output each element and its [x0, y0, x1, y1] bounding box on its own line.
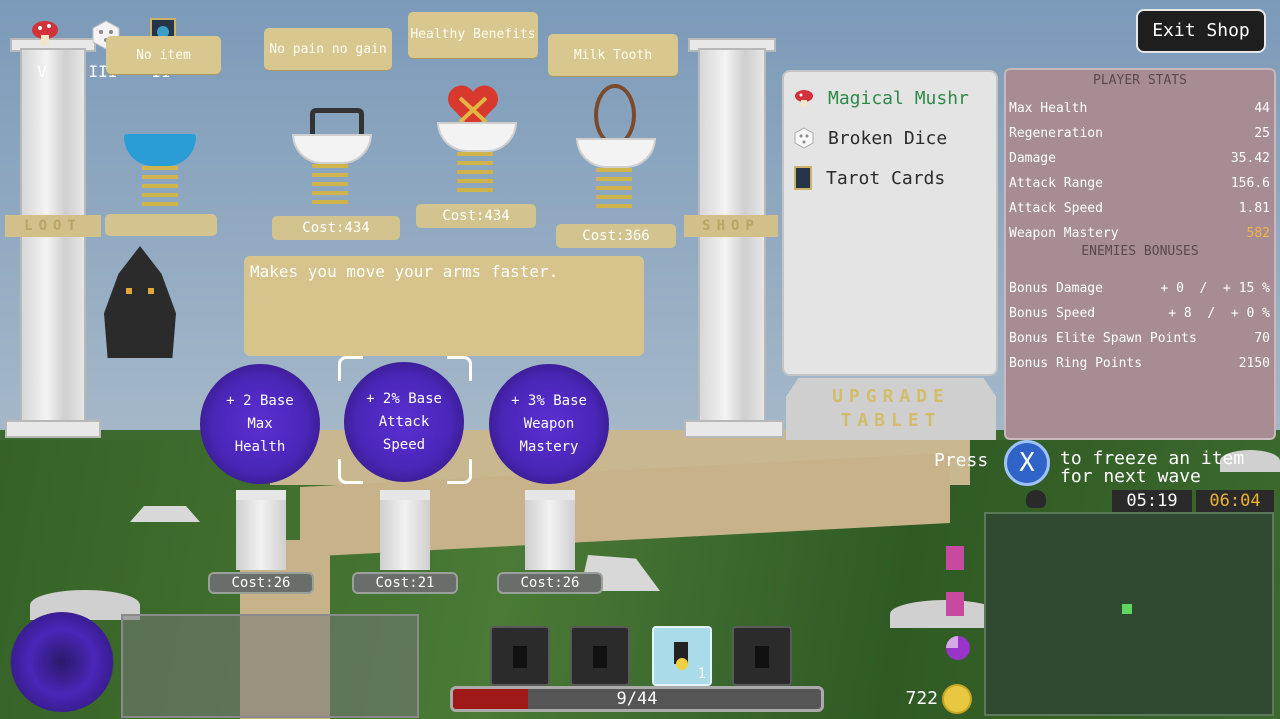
pillar-base — [5, 420, 101, 438]
loot-pillar-label: LOOT — [5, 215, 101, 237]
enemies-bonuses-title: ENEMIES BONUSES — [1081, 244, 1199, 259]
item-description: Makes you move your arms faster. — [244, 256, 644, 356]
mushroom-count: V — [37, 62, 47, 81]
freeze-hint-text: to freeze an item for next wave — [1060, 450, 1244, 486]
freeze-hint-line: to freeze an item — [1060, 448, 1245, 469]
minimap-player-marker — [1122, 604, 1132, 614]
upgrade-tablet-label: UPGRADE TABLET — [832, 386, 950, 431]
figure-icon — [755, 646, 769, 668]
shop-item-cost: Cost:366 — [556, 224, 676, 248]
upgrade-cost: Cost:21 — [352, 572, 458, 594]
shop-item-name-tag: Healthy Benefits — [408, 12, 538, 58]
upgrade-pedestal — [380, 490, 430, 570]
scroll-icon — [946, 546, 964, 570]
health-text: 9/44 — [616, 689, 658, 709]
dumbbell-icon — [310, 108, 364, 139]
item-stand-spring — [457, 152, 493, 192]
enemy-bonus-row: Bonus Speed+ 8 / + 0 % — [1009, 306, 1270, 321]
shop-item-name-tag: No pain no gain — [264, 28, 392, 70]
figure-icon — [593, 646, 607, 668]
shop-item-name-tag: No item — [106, 36, 221, 74]
gold-coin-icon — [942, 684, 972, 714]
inventory-item-label: Magical Mushr — [828, 87, 969, 109]
shop-pillar — [698, 48, 766, 427]
wave-timer-total: 06:04 — [1196, 490, 1274, 512]
gold-amount: 722 — [905, 688, 938, 709]
ability-slot-4[interactable] — [732, 626, 792, 686]
upgrade-cost: Cost:26 — [208, 572, 314, 594]
rock — [130, 506, 200, 522]
spark-icon — [676, 658, 688, 670]
dice-icon — [794, 127, 814, 149]
selection-bracket — [338, 356, 472, 484]
tooth-necklace-icon — [594, 84, 636, 146]
upgrade-pedestal — [525, 490, 575, 570]
x-button-icon: X — [1004, 440, 1050, 486]
ability-slot-2[interactable] — [570, 626, 630, 686]
health-bar-fill — [453, 689, 529, 709]
freeze-hint-line: for next wave — [1060, 466, 1201, 487]
mushroom-icon — [30, 18, 60, 46]
tarot-card-icon — [794, 166, 812, 190]
inventory-item-broken-dice[interactable]: Broken Dice — [794, 118, 986, 158]
shop-pillar-label: SHOP — [684, 215, 778, 237]
skull-icon — [1026, 490, 1046, 508]
scroll-icon — [946, 592, 964, 616]
pillar-base — [684, 420, 784, 438]
heart-icon — [446, 84, 500, 132]
exit-shop-button[interactable]: Exit Shop — [1136, 9, 1266, 53]
player-portrait-orb — [10, 612, 114, 712]
upgrade-pedestal — [236, 490, 286, 570]
inventory-item-magical-mushroom[interactable]: Magical Mushr — [794, 78, 986, 118]
player-stats-title: PLAYER STATS — [1093, 73, 1187, 88]
upgrade-cost: Cost:26 — [497, 572, 603, 594]
chat-panel — [121, 614, 419, 718]
cooldown-icon — [946, 636, 970, 660]
shop-item-cost: Cost:434 — [416, 204, 536, 228]
item-stand-spring — [142, 166, 178, 206]
upgrade-text: + 2% Base Attack Speed — [366, 390, 442, 453]
health-bar: 9/44 — [450, 686, 824, 712]
loot-pillar — [20, 48, 86, 427]
shop-item-cost: Cost:434 — [272, 216, 400, 240]
item-stand-spring — [596, 168, 632, 208]
rock — [890, 600, 1000, 628]
upgrade-text: + 2 Base Max Health — [226, 392, 294, 455]
wave-timer-current: 05:19 — [1112, 490, 1192, 512]
inventory-panel: Magical Mushr Broken Dice Tarot Cards — [782, 70, 998, 376]
rock — [1220, 450, 1280, 472]
shop-item-name-tag: Milk Tooth — [548, 34, 678, 76]
ability-slot-count: 1 — [697, 666, 706, 682]
mushroom-icon — [795, 90, 813, 107]
inventory-item-tarot-cards[interactable]: Tarot Cards — [794, 158, 986, 198]
upgrade-tablet: UPGRADE TABLET — [786, 378, 996, 440]
upgrade-text: + 3% Base Weapon Mastery — [511, 392, 587, 455]
minimap[interactable] — [984, 512, 1274, 716]
figure-icon — [513, 646, 527, 668]
inventory-item-label: Tarot Cards — [826, 167, 946, 189]
ability-slot-3[interactable]: 1 — [652, 626, 712, 686]
inventory-item-label: Broken Dice — [828, 127, 948, 149]
ability-slot-1[interactable] — [490, 626, 550, 686]
upgrade-orb-weapon-mastery[interactable]: + 3% Base Weapon Mastery — [489, 364, 609, 484]
freeze-hint-press: Press — [934, 450, 989, 471]
upgrade-orb-max-health[interactable]: + 2 Base Max Health — [200, 364, 320, 484]
upgrade-orb-attack-speed[interactable]: + 2% Base Attack Speed — [344, 362, 464, 482]
shop-item-cost — [105, 214, 217, 236]
enemy-bonus-row: Bonus Damage+ 0 / + 15 % — [1009, 281, 1270, 296]
item-stand-spring — [312, 164, 348, 204]
